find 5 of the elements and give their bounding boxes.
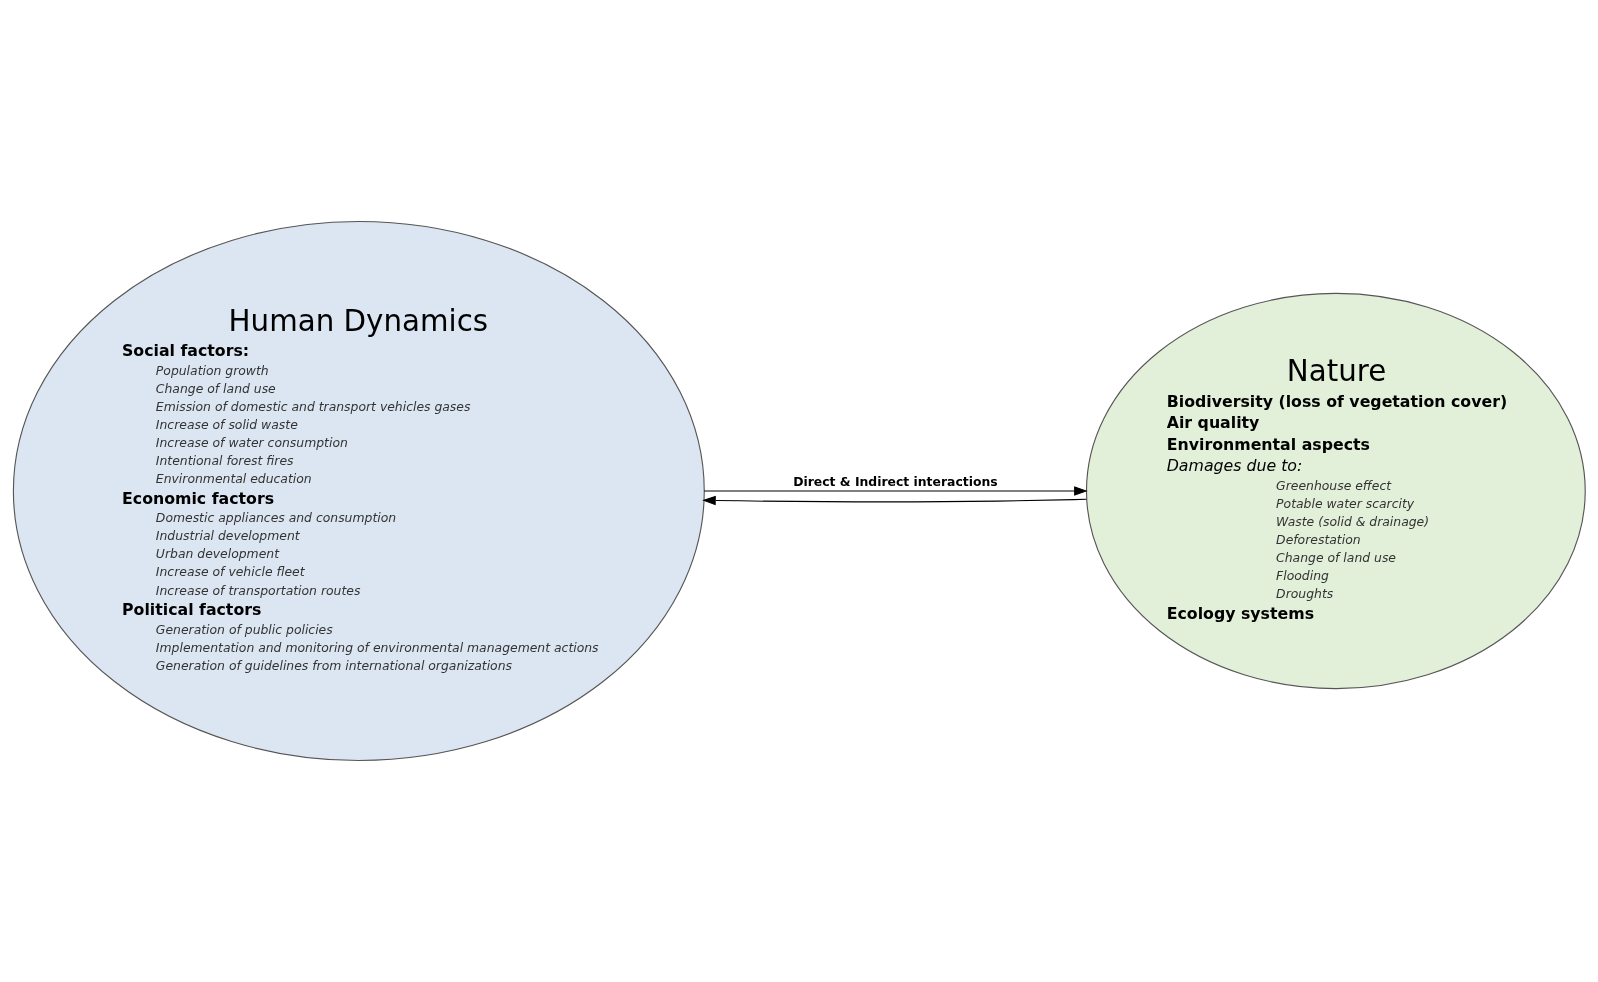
node-ellipse: Nature Biodiversity (loss of vegetation cover) Air quality Environmental aspects Damages due to: Greenhouse effect Potable water scarcity Waste (solid & drainage) Deforestation Change of land use Flooding Droughts Ecology systems — [1085, 292, 1586, 690]
node-ellipse: Human Dynamics Social factors: Population growth Change of land use Emission of domestic and transport vehicles gases Increase of solid waste Increase of water consumption Intentional forest fires Environmental education Economic factors Domestic appliances and consumption Industrial development Urban development Increase of vehicle fleet Increase of transportation routes Political factors Generation of public policies Implementation and monitoring of environmental management actions Generation of guidelines from international organizations — [12, 220, 705, 762]
arrow — [701, 495, 1087, 506]
edge-label: Direct & Indirect interactions — [792, 474, 998, 490]
arrow — [703, 486, 1088, 496]
